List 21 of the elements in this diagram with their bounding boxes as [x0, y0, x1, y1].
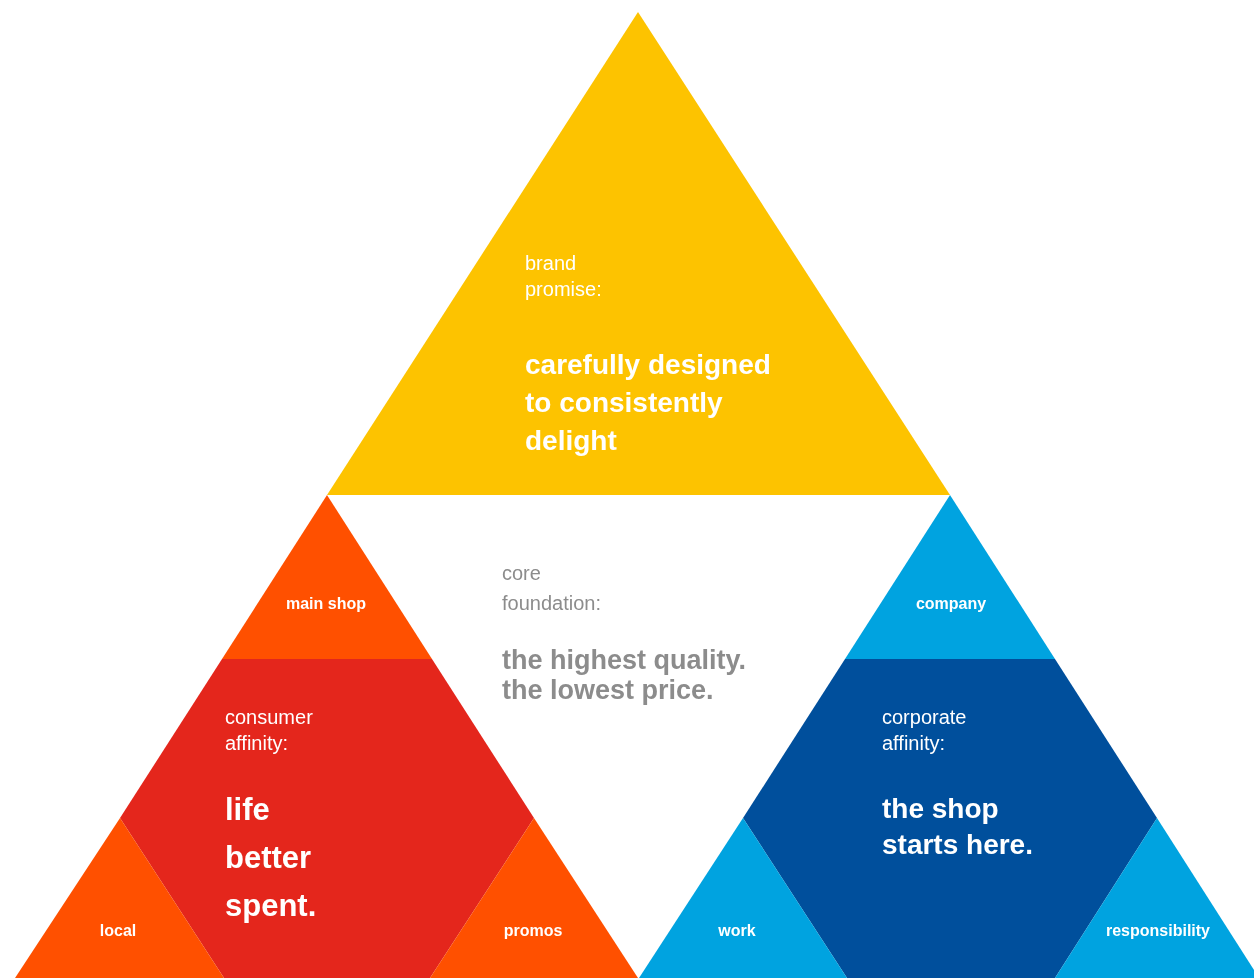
slogan-text: life better spent.: [225, 791, 318, 926]
triangle-panel: [1055, 818, 1254, 978]
panel-label: promos: [503, 920, 563, 941]
panel-label: responsibility: [1106, 920, 1210, 941]
slogan-text: the shop starts here.: [882, 792, 1034, 863]
triangle-panel: [15, 818, 224, 978]
triangle-panel: [845, 495, 1055, 659]
triangle-panel: [430, 818, 638, 978]
heading-text: corporate affinity:: [882, 705, 968, 756]
triangle-panel: [327, 12, 950, 495]
heading-text: consumer affinity:: [225, 705, 314, 756]
triangle-panel: [639, 818, 847, 978]
panel-label: main shop: [286, 593, 366, 614]
panel-label: local: [99, 920, 137, 941]
slogan-text: carefully designed to consistently delight: [525, 348, 772, 458]
panel-label: work: [718, 920, 756, 941]
triangle-panel: [222, 495, 432, 659]
panel-label: company: [915, 593, 987, 614]
heading-text: core foundation:: [502, 561, 602, 616]
slogan-text: the highest quality. the lowest price.: [502, 645, 747, 706]
heading-text: brand promise:: [525, 251, 603, 302]
